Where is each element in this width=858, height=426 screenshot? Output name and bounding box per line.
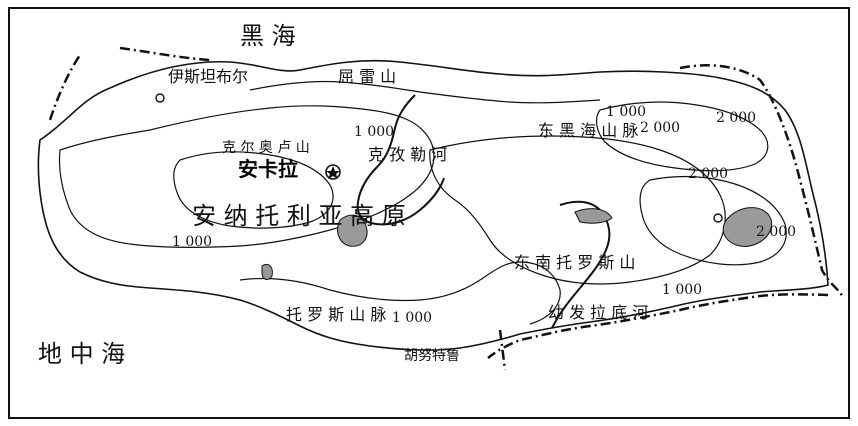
label-ankara: 安卡拉 xyxy=(238,157,298,181)
contour-2000-e xyxy=(639,175,787,266)
label-euphrates-river: 幼 发 拉 底 河 xyxy=(548,303,648,322)
lake-keban xyxy=(574,208,613,224)
contour-label: 1 000 xyxy=(354,124,394,140)
contour-label: 1 000 xyxy=(606,104,646,120)
label-east-toros: 东 南 托 罗 斯 山 xyxy=(514,253,635,272)
label-east-black-sea-mountains: 东 黑 海 山 脉 xyxy=(538,121,638,140)
label-mediterranean: 地 中 海 xyxy=(38,340,125,368)
euphrates-river xyxy=(551,200,611,329)
contour-label: 1 000 xyxy=(392,310,432,326)
contour-1000-south xyxy=(239,261,561,325)
label-anatolian-plateau: 安 纳 托 利 亚 高 原 xyxy=(192,202,406,230)
contour-label: 2 000 xyxy=(640,120,680,136)
label-black-sea: 黑 海 xyxy=(240,22,296,50)
label-kizil-river: 克 孜 勒 河 xyxy=(368,145,447,164)
capital-star-icon xyxy=(325,164,341,180)
label-istanbul: 伊斯坦布尔 xyxy=(168,67,248,86)
kizilirmak-river xyxy=(356,94,445,226)
contour-label: 2 000 xyxy=(688,166,728,182)
lake-small xyxy=(261,263,273,280)
label-keerou: 克 尔 奥 卢 山 xyxy=(222,139,310,156)
contour-1000-north xyxy=(249,80,601,104)
van-dot-icon xyxy=(713,213,723,223)
contour-2000-ne xyxy=(595,101,769,172)
contour-label: 1 000 xyxy=(662,282,702,298)
contour-label: 1 000 xyxy=(172,234,212,250)
label-hunusitelu: 胡努特鲁 xyxy=(404,348,460,364)
label-quleishan: 屈 雷 山 xyxy=(338,67,396,86)
contour-label: 2 000 xyxy=(756,224,796,240)
lake-tuz xyxy=(337,214,368,247)
lake-van xyxy=(722,207,772,247)
contour-label: 2 000 xyxy=(716,110,756,126)
coastline xyxy=(37,59,829,351)
istanbul-dot-icon xyxy=(155,93,165,103)
contour-1000-west xyxy=(58,105,435,248)
border xyxy=(48,46,844,371)
label-toros: 托 罗 斯 山 脉 xyxy=(286,305,386,324)
contour-1000-east xyxy=(429,135,726,285)
contour-1000-central xyxy=(173,151,334,229)
